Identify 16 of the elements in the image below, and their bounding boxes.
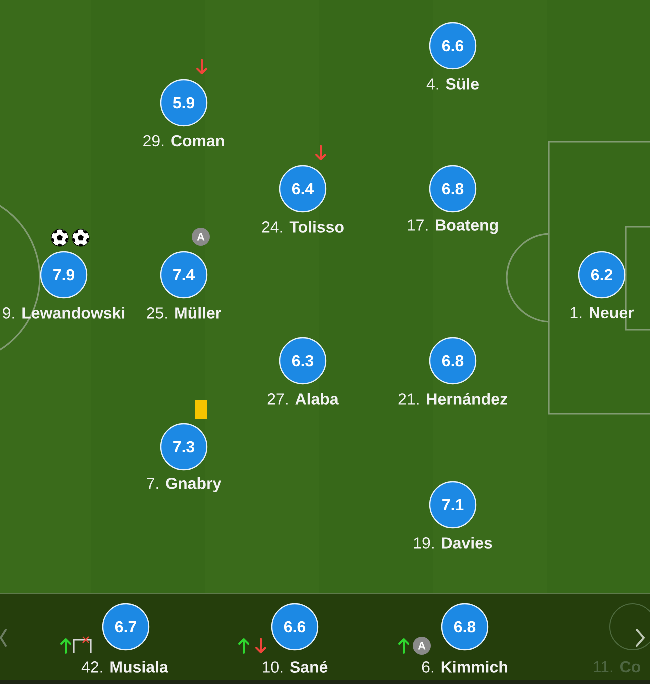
player-name: 24. Tolisso [262, 221, 344, 233]
player-name: 6. Kimmich [422, 661, 508, 673]
letter-badge: A [413, 637, 431, 655]
player-name: 42. Musiala [82, 661, 168, 673]
player-name: 27. Alaba [268, 393, 339, 405]
player-name: 21. Hernández [398, 393, 508, 405]
player-name: 25. Müller [147, 307, 222, 319]
player-name: 9. Lewandowski [3, 307, 125, 319]
player-name: 4. Süle [426, 78, 479, 90]
player-name: 29. Coman [144, 135, 224, 147]
player-name: 10. Sané [263, 661, 328, 673]
player-name: 17. Boateng [408, 220, 498, 234]
player-name: 7. Gnabry [147, 478, 222, 492]
player-name: 19. Davies [414, 537, 492, 549]
letter-badge: A [192, 228, 210, 246]
player-name: 1. Neuer [570, 307, 634, 319]
